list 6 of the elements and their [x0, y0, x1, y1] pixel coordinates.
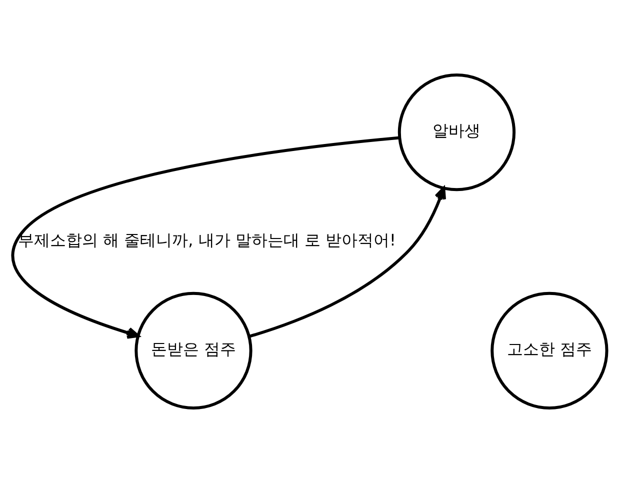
arrow [12, 136, 400, 339]
arrow [248, 186, 446, 338]
node-circle: 알바생 [398, 74, 516, 192]
node-circle: 고소한 점주 [490, 292, 608, 410]
edge-label: 부제소합의 해 줄테니까, 내가 말하는대 로 받아적어! [18, 230, 396, 250]
node-circle: 돈받은 점주 [134, 292, 252, 410]
